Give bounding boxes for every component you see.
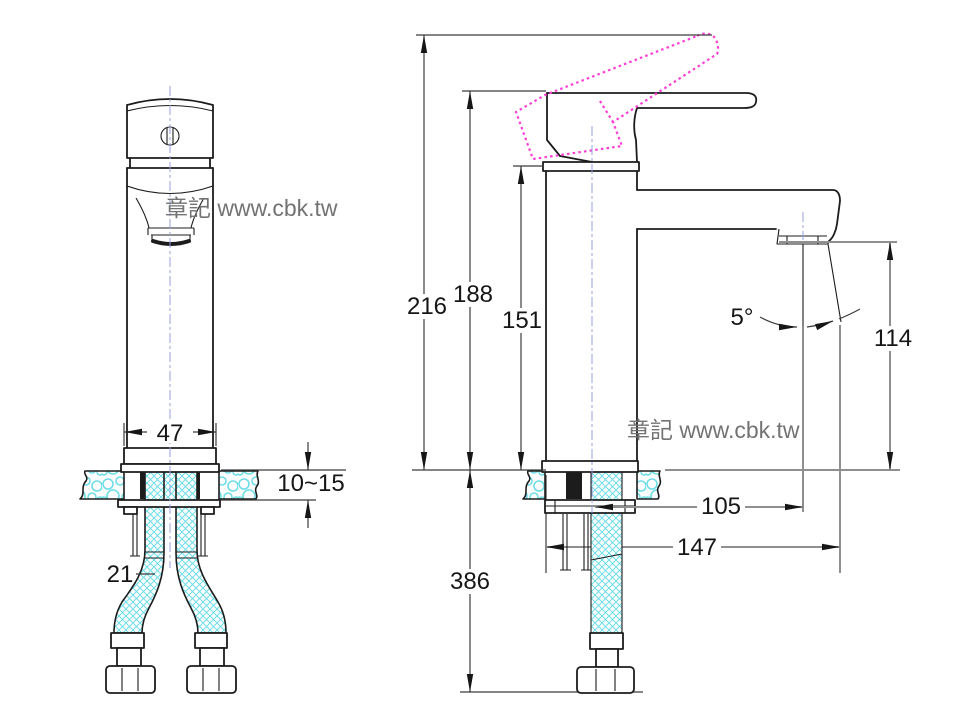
front-aerator bbox=[147, 227, 195, 246]
side-view: 216 188 151 386 114 bbox=[404, 32, 917, 694]
gray-extension-lines bbox=[665, 241, 900, 471]
dim-height-body: 151 bbox=[499, 165, 545, 470]
dim-hose-length: 386 bbox=[447, 470, 493, 692]
dim-height-overall: 188 bbox=[450, 90, 546, 470]
dim-188-label: 188 bbox=[453, 281, 493, 308]
dim-hose-21-label: 21 bbox=[107, 561, 134, 588]
front-hose-connectors bbox=[105, 632, 237, 694]
front-view: 47 10~15 21 章記 www.cbk.tw bbox=[79, 86, 346, 694]
dim-386-label: 386 bbox=[450, 568, 490, 595]
watermark-front: 章記 www.cbk.tw bbox=[165, 195, 338, 221]
dim-216-label: 216 bbox=[407, 293, 447, 320]
dim-114-label: 114 bbox=[874, 325, 912, 352]
watermark-side: 章記 www.cbk.tw bbox=[627, 417, 800, 443]
side-handle-open-position bbox=[514, 32, 720, 161]
side-hose-connector bbox=[576, 632, 635, 694]
side-faucet-body bbox=[541, 92, 841, 473]
spout-angle-reference-lines bbox=[802, 243, 842, 326]
dim-base-width: 47 bbox=[123, 419, 217, 447]
dim-hose-21: 21 bbox=[107, 561, 155, 588]
dim-base-width-label: 47 bbox=[157, 420, 184, 447]
dim-overall-depth-label-group: 147 bbox=[673, 534, 721, 561]
dim-147-label: 147 bbox=[677, 534, 717, 561]
dim-height-handle-open: 216 bbox=[404, 34, 712, 471]
dim-angle-label: 5° bbox=[731, 304, 754, 331]
dim-105-label: 105 bbox=[701, 493, 741, 520]
dim-spout-angle: 5° bbox=[731, 304, 861, 331]
dim-deck-thickness-label: 10~15 bbox=[277, 470, 344, 497]
front-locknut bbox=[117, 499, 221, 557]
side-handle bbox=[542, 92, 758, 172]
dim-deck-thickness: 10~15 bbox=[221, 442, 346, 528]
side-countertop bbox=[522, 470, 662, 500]
dim-151-label: 151 bbox=[502, 307, 542, 334]
dim-spout-reach: 105 bbox=[595, 493, 803, 520]
front-countertop bbox=[79, 470, 260, 500]
side-supply-hose bbox=[566, 471, 623, 633]
dim-outlet-to-deck: 114 bbox=[869, 242, 917, 470]
